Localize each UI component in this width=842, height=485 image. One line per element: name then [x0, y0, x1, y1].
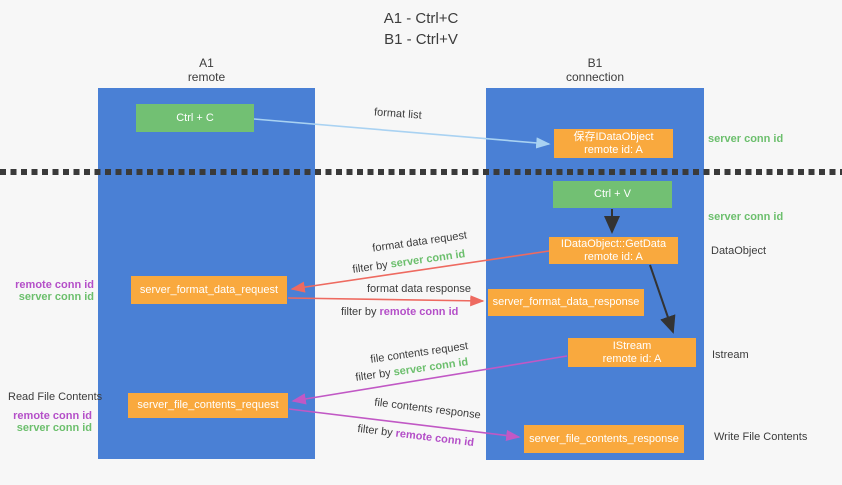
server-conn-id-right-top-label: server conn id [708, 133, 784, 145]
filter-by-text: filter by [341, 306, 380, 318]
diagram-title: A1 - Ctrl+C B1 - Ctrl+V [0, 8, 842, 50]
istream-remote-id: remote id: A [602, 352, 662, 365]
format-data-response-label: format data response [367, 283, 471, 295]
node-ctrl-v: Ctrl + V [553, 181, 672, 208]
istream-side-label: Istream [712, 349, 749, 361]
save-idataobject-title: 保存IDataObject [573, 130, 654, 143]
write-file-contents-label: Write File Contents [714, 431, 808, 443]
node-istream: IStream remote id: A [568, 338, 696, 367]
save-idataobject-remote-id: remote id: A [584, 143, 643, 156]
title-line-1: A1 - Ctrl+C [383, 10, 459, 27]
server-conn-id-right-mid-label: server conn id [708, 211, 784, 223]
conn-id-left-file-block: remote conn id server conn id [13, 410, 92, 434]
server-conn-id-left-file-label: server conn id [16, 422, 92, 434]
format-data-response-arrow [287, 295, 485, 307]
node-idataobject-getdata: IDataObject::GetData remote id: A [549, 237, 678, 264]
lane-header-b1: B1 connection [486, 56, 704, 84]
remote-conn-id-text: remote conn id [379, 306, 459, 318]
copy-paste-separator-line [0, 169, 842, 175]
filter-by-text: filter by [354, 366, 395, 384]
istream-title: IStream [612, 339, 652, 352]
remote-conn-id-text: remote conn id [394, 427, 475, 450]
file-response-label: server_file_contents_response [529, 432, 679, 445]
format-response-label: server_format_data_response [492, 296, 640, 308]
getdata-title: IDataObject::GetData [560, 237, 667, 250]
dataobject-label: DataObject [711, 245, 767, 257]
format-list-label: format list [373, 106, 423, 122]
node-ctrl-c: Ctrl + C [136, 104, 254, 132]
conn-id-left-format-block: remote conn id server conn id [15, 279, 94, 303]
filter-by-remote-conn-id-file-label: filter by remote conn id [357, 423, 475, 449]
lane-b1-name: B1 [587, 56, 603, 70]
server-conn-id-text: server conn id [389, 248, 467, 271]
lane-b1-role: connection [565, 70, 625, 84]
read-file-contents-label: Read File Contents [8, 391, 103, 403]
file-contents-response-label: file contents response [373, 396, 482, 422]
ctrl-c-label: Ctrl + C [176, 111, 214, 124]
filter-by-text: filter by [356, 422, 397, 440]
node-server-format-data-request: server_format_data_request [131, 276, 287, 304]
node-save-idataobject: 保存IDataObject remote id: A [554, 129, 673, 158]
lane-a1-name: A1 [199, 56, 214, 70]
node-server-file-contents-response: server_file_contents_response [524, 425, 684, 453]
getdata-remote-id: remote id: A [584, 250, 643, 263]
lane-header-a1: A1 remote [98, 56, 315, 84]
node-server-file-contents-request: server_file_contents_request [128, 393, 288, 418]
filter-by-text: filter by [351, 258, 392, 276]
node-server-format-data-response: server_format_data_response [488, 289, 644, 316]
filter-by-server-conn-id-format-label: filter by server conn id [352, 248, 466, 276]
file-request-label: server_file_contents_request [137, 399, 279, 411]
ctrl-v-label: Ctrl + V [594, 188, 631, 200]
format-request-label: server_format_data_request [139, 283, 279, 296]
server-conn-id-left-format-label: server conn id [18, 291, 94, 303]
filter-by-remote-conn-id-format-label: filter by remote conn id [341, 306, 458, 318]
remote-conn-id-left-file-label: remote conn id [13, 410, 92, 422]
remote-conn-id-left-format-label: remote conn id [15, 279, 94, 291]
title-line-2: B1 - Ctrl+V [384, 31, 458, 48]
lane-a1-role: remote [187, 70, 226, 84]
